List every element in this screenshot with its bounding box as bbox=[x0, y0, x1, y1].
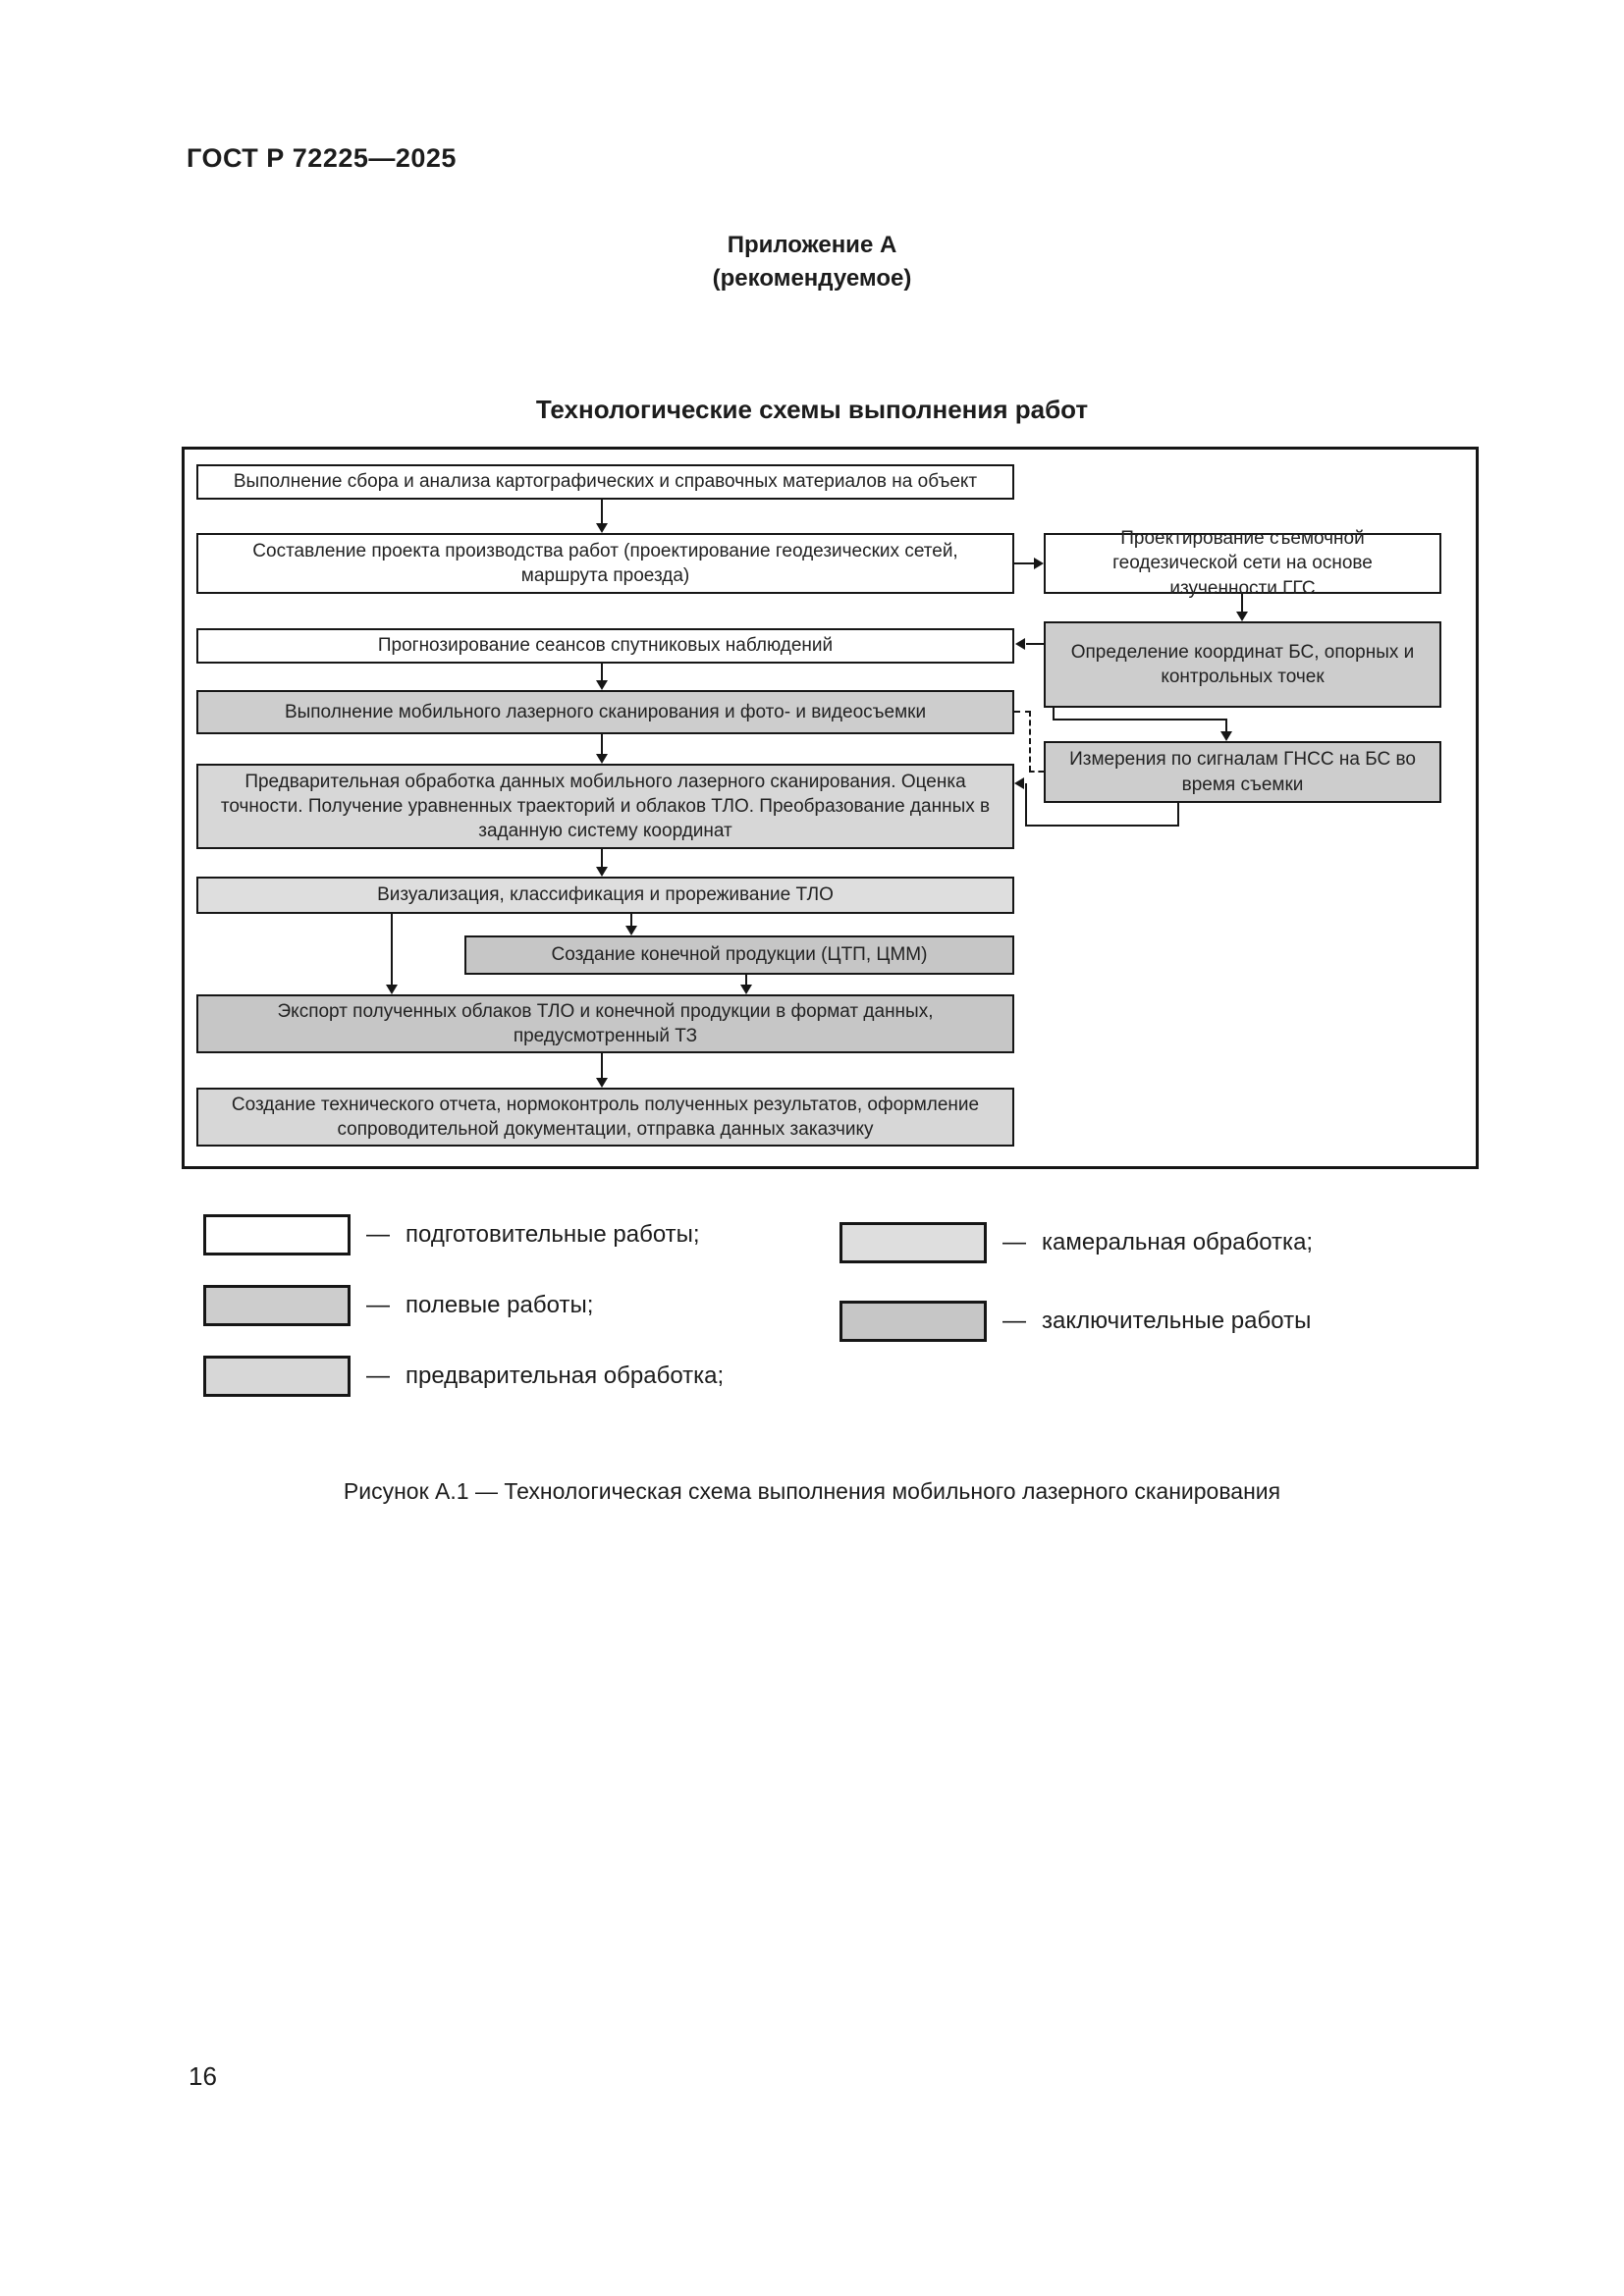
flowchart-node-preprocessing: Предварительная обработка данных мобильн… bbox=[196, 764, 1014, 849]
connector-gnss-preprocessing-h bbox=[1025, 825, 1179, 827]
legend-label-final: заключительные работы bbox=[1042, 1308, 1312, 1334]
arrowhead-coords-forecast bbox=[1015, 638, 1025, 650]
connector-gnss-preprocessing-v1 bbox=[1177, 803, 1179, 827]
arrowhead-preprocessing-visualization bbox=[596, 867, 608, 877]
connector-scanning-gnss-h1 bbox=[1014, 711, 1031, 713]
arrowhead-forecast-scanning bbox=[596, 680, 608, 690]
connector-export-report bbox=[601, 1053, 603, 1080]
figure-caption: Рисунок А.1 — Технологическая схема выпо… bbox=[343, 1478, 1281, 1504]
arrowhead-gnss-preprocessing bbox=[1014, 777, 1024, 789]
flowchart-node-export: Экспорт полученных облаков ТЛО и конечно… bbox=[196, 994, 1014, 1053]
flowchart-node-visualization: Визуализация, классификация и прореживан… bbox=[196, 877, 1014, 914]
flowchart-node-project: Составление проекта производства работ (… bbox=[196, 533, 1014, 594]
legend-swatch-office bbox=[839, 1222, 987, 1263]
page-number: 16 bbox=[189, 2061, 217, 2091]
flowchart-node-production: Создание конечной продукции (ЦТП, ЦММ) bbox=[464, 935, 1014, 975]
flowchart-node-network-design: Проектирование съемочной геодезической с… bbox=[1044, 528, 1441, 599]
flowchart-node-scanning: Выполнение мобильного лазерного сканиров… bbox=[196, 690, 1014, 734]
connector-scanning-gnss-h2 bbox=[1029, 771, 1044, 773]
connector-production-export bbox=[745, 975, 747, 987]
flowchart-frame: Выполнение сбора и анализа картографичес… bbox=[182, 447, 1479, 1169]
arrowhead-visualization-export bbox=[386, 985, 398, 994]
connector-collect-project bbox=[601, 500, 603, 525]
appendix-subtitle: (рекомендуемое) bbox=[712, 265, 912, 292]
legend-label-field: полевые работы; bbox=[406, 1292, 594, 1318]
connector-coords-forecast bbox=[1026, 643, 1045, 645]
arrowhead-collect-project bbox=[596, 523, 608, 533]
connector-scanning-gnss-v bbox=[1029, 711, 1031, 772]
connector-coords-gnss-h bbox=[1053, 719, 1227, 721]
legend-dash: — bbox=[366, 1221, 390, 1248]
document-number: ГОСТ Р 72225—2025 bbox=[187, 143, 457, 173]
arrowhead-production-export bbox=[740, 985, 752, 994]
connector-coords-gnss-v2 bbox=[1225, 719, 1227, 733]
arrowhead-scanning-preprocessing bbox=[596, 754, 608, 764]
legend-item-office: — камеральная обработка; bbox=[839, 1222, 1313, 1263]
legend-swatch-preparatory bbox=[203, 1214, 351, 1255]
flowchart-node-collect: Выполнение сбора и анализа картографичес… bbox=[196, 464, 1014, 500]
legend-item-field: — полевые работы; bbox=[203, 1285, 593, 1326]
legend-item-preparatory: — подготовительные работы; bbox=[203, 1214, 700, 1255]
connector-network-coords bbox=[1241, 594, 1243, 614]
connector-gnss-preprocessing-v2 bbox=[1025, 783, 1027, 827]
connector-visualization-production bbox=[630, 914, 632, 928]
legend-dash: — bbox=[1002, 1308, 1026, 1334]
connector-visualization-export bbox=[391, 914, 393, 987]
legend-item-preliminary: — предварительная обработка; bbox=[203, 1356, 724, 1397]
arrowhead-export-report bbox=[596, 1078, 608, 1088]
flowchart-node-gnss: Измерения по сигналам ГНСС на БС во врем… bbox=[1044, 741, 1441, 803]
flowchart-node-coords: Определение координат БС, опорных и конт… bbox=[1044, 621, 1441, 708]
legend-label-preliminary: предварительная обработка; bbox=[406, 1362, 725, 1389]
legend-dash: — bbox=[366, 1292, 390, 1318]
legend-swatch-field bbox=[203, 1285, 351, 1326]
legend-label-office: камеральная обработка; bbox=[1042, 1229, 1314, 1255]
connector-forecast-scanning bbox=[601, 664, 603, 682]
connector-scanning-preprocessing bbox=[601, 734, 603, 756]
appendix-title: Приложение А bbox=[727, 232, 897, 258]
connector-coords-gnss-v1 bbox=[1053, 708, 1055, 721]
legend-swatch-final bbox=[839, 1301, 987, 1342]
legend-item-final: — заключительные работы bbox=[839, 1301, 1311, 1342]
legend-swatch-preliminary bbox=[203, 1356, 351, 1397]
legend-label-preparatory: подготовительные работы; bbox=[406, 1221, 700, 1248]
connector-project-network bbox=[1014, 562, 1035, 564]
legend-dash: — bbox=[366, 1362, 390, 1389]
arrowhead-project-network bbox=[1034, 558, 1044, 569]
legend-dash: — bbox=[1002, 1229, 1026, 1255]
arrowhead-coords-gnss bbox=[1220, 731, 1232, 741]
flowchart-node-report: Создание технического отчета, нормоконтр… bbox=[196, 1088, 1014, 1147]
arrowhead-network-coords bbox=[1236, 612, 1248, 621]
arrowhead-visualization-production bbox=[625, 926, 637, 935]
flowchart-node-forecast: Прогнозирование сеансов спутниковых набл… bbox=[196, 628, 1014, 664]
connector-preprocessing-visualization bbox=[601, 849, 603, 869]
figure-title: Технологические схемы выполнения работ bbox=[535, 395, 1089, 424]
appendix-heading: Приложение А (рекомендуемое) bbox=[0, 229, 1624, 295]
